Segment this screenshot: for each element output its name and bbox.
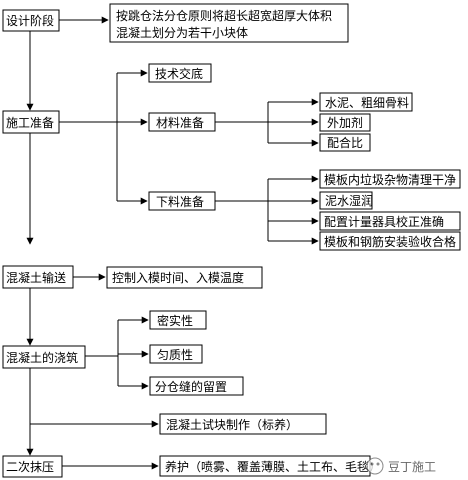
box-cement-aggregate xyxy=(319,92,413,112)
box-design-note xyxy=(109,3,349,43)
joint-reserve-label: 分仓缝的留置 xyxy=(155,379,227,394)
box-uniformity xyxy=(149,344,203,364)
formwork-clean-label: 模板内垃圾杂物清理干净 xyxy=(324,172,456,187)
box-formwork-rebar xyxy=(319,231,461,251)
site-prep-label: 下料准备 xyxy=(156,195,204,209)
construction-prep-label: 施工准备 xyxy=(6,116,54,130)
box-concrete-pour xyxy=(2,345,86,369)
box-material-prep xyxy=(148,112,216,132)
box-joint-reserve xyxy=(149,376,244,396)
tech-briefing-label: 技术交底 xyxy=(155,66,203,81)
connector-lines xyxy=(26,16,319,470)
test-block-label: 混凝土试块制作（标养） xyxy=(166,417,298,432)
design-note-line1: 按跳仓法分仓原则将超长超宽超厚大体积 xyxy=(116,8,332,23)
watermark-text: 豆丁施工 xyxy=(388,460,436,474)
cement-aggregate-label: 水泥、粗细骨料 xyxy=(325,96,409,110)
mix-ratio-label: 配合比 xyxy=(327,135,363,150)
mud-wet-label: 泥水湿润 xyxy=(325,193,373,208)
box-tech-briefing xyxy=(148,63,212,83)
design-note-line2: 混凝土划分为若干小块体 xyxy=(116,25,248,40)
box-construction-prep xyxy=(2,110,60,134)
box-mix-ratio xyxy=(319,133,371,152)
box-admixture xyxy=(319,113,371,132)
box-meter-check xyxy=(319,211,461,231)
admixture-label: 外加剂 xyxy=(327,115,363,130)
node-labels: 设计阶段 按跳仓法分仓原则将超长超宽超厚大体积 混凝土划分为若干小块体 施工准备… xyxy=(6,8,456,474)
design-stage-label: 设计阶段 xyxy=(6,13,54,28)
meter-check-label: 配置计量器具校正准确 xyxy=(324,214,444,229)
box-test-block xyxy=(159,413,327,435)
node-boxes xyxy=(2,3,461,478)
concrete-pour-label: 混凝土的浇筑 xyxy=(6,350,78,365)
box-mud-wet xyxy=(319,191,373,210)
box-formwork-clean xyxy=(319,169,461,189)
watermark-logo-icon xyxy=(366,457,384,475)
uniformity-label: 匀质性 xyxy=(157,348,193,362)
second-press-label: 二次抹压 xyxy=(6,460,54,474)
box-site-prep xyxy=(148,191,216,211)
box-transport-control xyxy=(106,266,263,289)
formwork-rebar-label: 模板和钢筋安装验收合格 xyxy=(324,234,456,249)
box-compactness xyxy=(149,310,207,330)
box-concrete-transport xyxy=(2,265,74,289)
box-design-stage xyxy=(2,9,60,32)
curing-label: 养护（喷雾、覆盖薄膜、土工布、毛毯） xyxy=(165,459,381,474)
transport-control-label: 控制入模时间、入模温度 xyxy=(112,270,244,285)
compactness-label: 密实性 xyxy=(157,313,193,328)
material-prep-label: 材料准备 xyxy=(156,116,204,130)
concrete-transport-label: 混凝土输送 xyxy=(6,270,66,285)
watermark-logo-eye-icon xyxy=(376,462,380,466)
box-second-press xyxy=(2,455,63,478)
watermark: 豆丁施工 xyxy=(366,457,436,475)
watermark-logo-eye-icon xyxy=(370,462,374,466)
